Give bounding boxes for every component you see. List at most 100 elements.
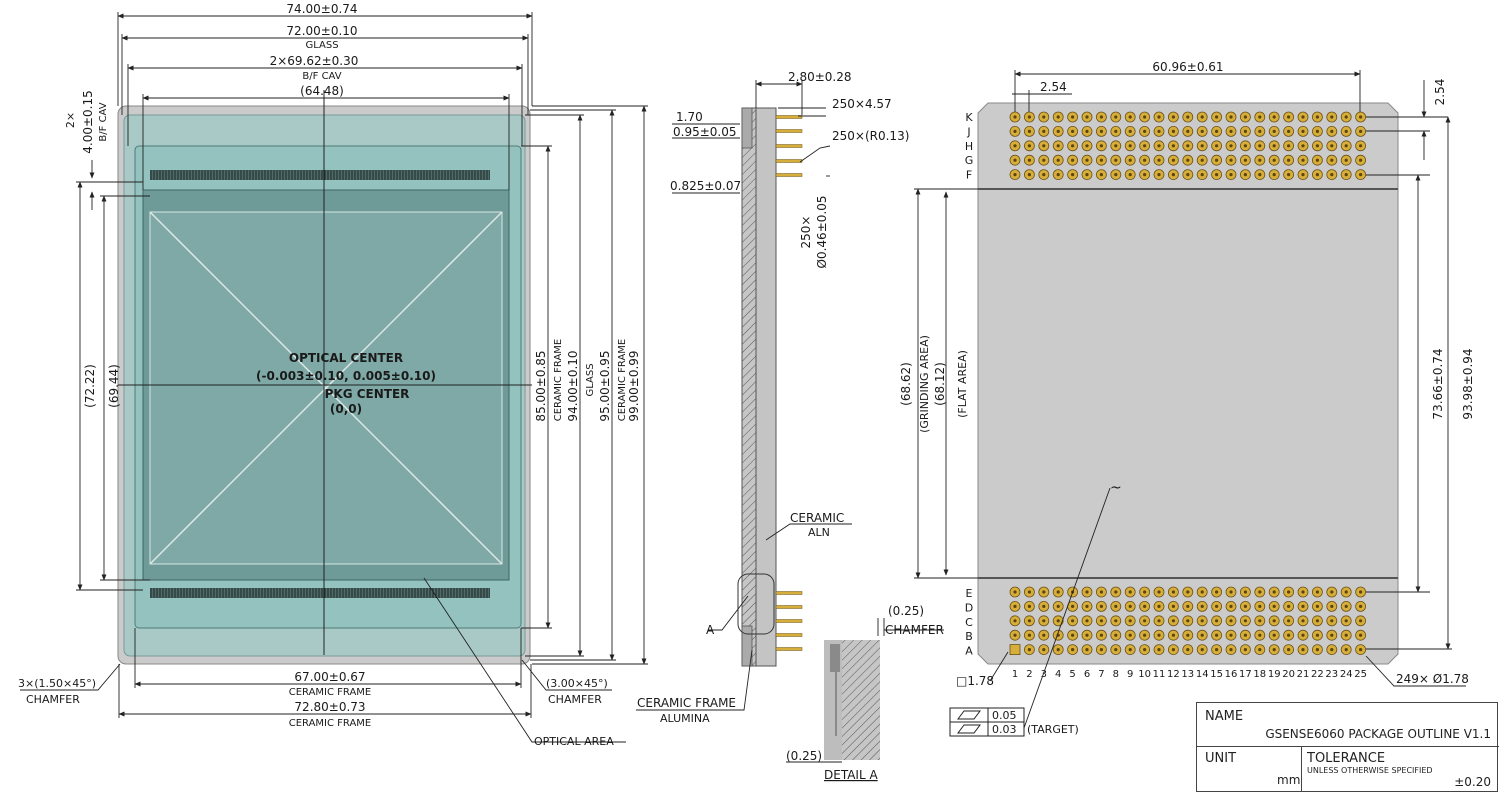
ceramic-material: ALN [808,526,830,539]
bottom-dim-9398: 93.98±0.94 [1461,348,1475,419]
pin-pad-center [1013,604,1017,609]
pin-pad-center [1229,115,1233,119]
pin-pad-center [1056,158,1060,162]
pin-pad-center [1143,633,1147,637]
col-label: 20 [1282,669,1295,680]
dim-7222: (72.22) [83,364,97,408]
pin-pad-center [1013,173,1017,177]
pin-pad-center [1171,590,1175,594]
pin-pad-center [1013,590,1017,594]
pin-pad-center [1099,604,1103,609]
flatness-value-2: 0.03 [992,723,1017,736]
chamfer-left-label: CHAMFER [26,693,80,706]
pin-pad-center [1099,129,1103,133]
pin-pad-center [1114,173,1118,177]
dim-6962-label: B/F CAV [302,71,341,82]
pin-pad-center [1229,129,1233,133]
bottom-dim-width: 60.96±0.61 [1152,60,1223,74]
pin-pad-center [1359,115,1363,119]
pin-pad-center [1359,144,1363,148]
pin-pad-center [1243,604,1247,609]
pin-pad-center [1287,129,1291,133]
col-label: 22 [1311,669,1324,680]
chamfer-left: 3×(1.50×45°) [18,677,96,690]
pin-pad-center [1157,158,1161,162]
pin-pad-center [1344,633,1348,637]
col-label: 4 [1055,669,1061,680]
side-dim-095: 0.95±0.05 [673,125,737,139]
pin-pad-center [1013,115,1017,119]
pin-pad-center [1229,173,1233,177]
approx-mark: ~ [1110,480,1122,496]
row-label: G [965,154,974,167]
row-label: E [966,587,973,600]
pin-pad-center [1171,158,1175,162]
pin-pad-center [1013,633,1017,637]
pin-pad-center [1042,115,1046,119]
pin-pad-center [1272,633,1276,637]
pin-pad-center [1344,604,1348,609]
pin-pad-center [1200,648,1204,652]
dim-99: 99.00±0.99 [627,350,641,421]
chamfer-right: (3.00×45°) [546,677,608,690]
pin-pad-center [1287,633,1291,637]
pin-pad-center [1272,590,1276,594]
pin-pad-center [1027,115,1031,119]
pin-pad-center [1071,648,1075,652]
pin-pad-center [1128,144,1132,148]
side-ceramic-body [741,107,757,667]
pin-pad-center [1330,648,1334,652]
col-label: 2 [1026,669,1032,680]
pin-pad-center [1344,158,1348,162]
pin-pad-center [1157,129,1161,133]
row-label: C [965,616,973,629]
pin-pad-center [1114,158,1118,162]
pin-pad-center [1056,648,1060,652]
col-label: 1 [1012,669,1018,680]
row-label: H [965,140,973,153]
pin-pad-center [1042,648,1046,652]
pin-pad-center [1157,619,1161,623]
pin-pad-center [1056,129,1060,133]
pin-pad-center [1099,173,1103,177]
pin-pad-center [1315,633,1319,637]
pin-pad-center [1186,158,1190,162]
side-dim-0825: 0.825±0.07 [670,179,741,193]
bottom-dim-grinding-label: (GRINDING AREA) [918,335,931,433]
pin-pad-center [1243,173,1247,177]
ceramic-frame-label: CERAMIC FRAME [637,696,736,710]
pin-pad-center [1042,158,1046,162]
pin-pad-center [1027,158,1031,162]
pin-pad-center [1085,633,1089,637]
pin-pad-center [1128,129,1132,133]
pin-pad-center [1143,129,1147,133]
flatness-target: (TARGET) [1027,723,1079,736]
pin-pad-center [1344,115,1348,119]
pkg-center-coords: (0,0) [330,402,362,416]
pad-strip-bottom [150,588,490,598]
detail-dim-bottom: (0.25) [786,749,822,763]
pin-pad-center [1042,144,1046,148]
pin-pad-center [1186,115,1190,119]
side-pin [775,144,803,148]
pin-pad-center [1243,633,1247,637]
pin-pad-center [1258,619,1262,623]
pin-pad-center [1085,144,1089,148]
dim-95: 95.00±0.95 [598,350,612,421]
dim-72: 72.00±0.10 [286,24,357,38]
pin-pad-a1 [1009,644,1021,655]
side-frame [755,107,777,667]
pin-pad-center [1085,158,1089,162]
pin-pad-center [1359,158,1363,162]
title-block: NAME GSENSE6060 PACKAGE OUTLINE V1.1 UNI… [1196,702,1499,792]
row-label: B [965,630,973,643]
pin-pad-center [1272,604,1276,609]
pin-grid-bottom [1009,586,1366,655]
pin-pad-center [1013,158,1017,162]
pin-pad-center [1114,619,1118,623]
pin-pad-center [1258,633,1262,637]
pin-pad-center [1186,590,1190,594]
ceramic-frame-material: ALUMINA [660,712,710,725]
